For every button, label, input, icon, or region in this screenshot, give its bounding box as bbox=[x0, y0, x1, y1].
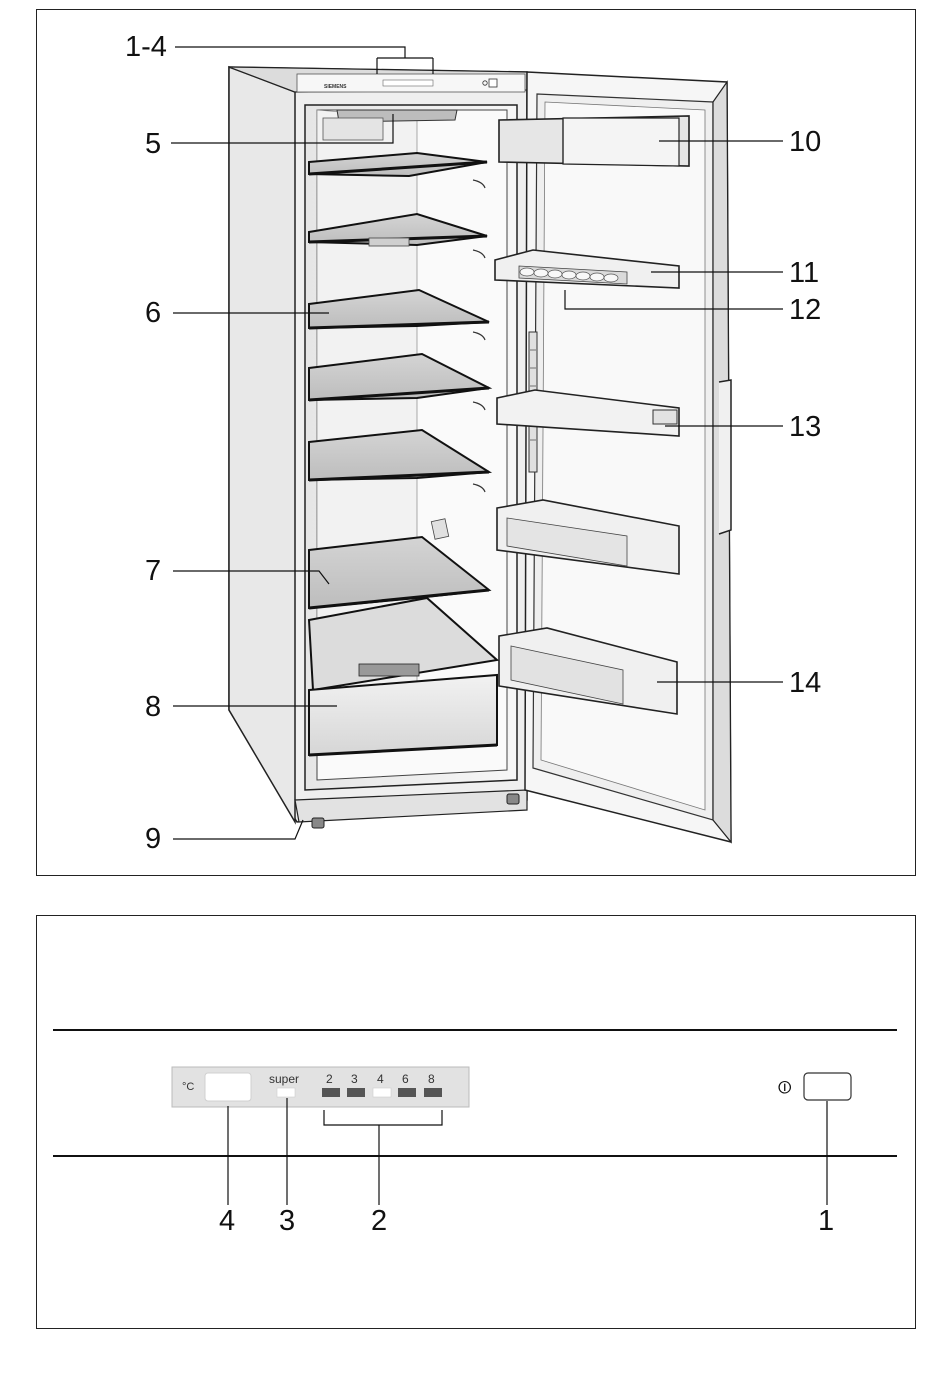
cabinet: SIEMENS bbox=[229, 67, 527, 828]
level-label-3: 3 bbox=[351, 1072, 358, 1086]
level-label-6: 6 bbox=[402, 1072, 409, 1086]
level-indicator-2[interactable] bbox=[322, 1088, 340, 1097]
panel-leader-lines bbox=[228, 1098, 827, 1205]
control-panel-figure: °C super 2 3 4 6 8 ⏼ 4 3 2 1 bbox=[36, 915, 916, 1329]
level-indicator-4-active[interactable] bbox=[373, 1088, 391, 1097]
callout-14: 14 bbox=[789, 667, 821, 699]
callout-panel-3: 3 bbox=[279, 1205, 295, 1237]
level-label-2: 2 bbox=[326, 1072, 333, 1086]
fridge-door bbox=[495, 72, 731, 842]
callout-panel-4: 4 bbox=[219, 1205, 235, 1237]
callout-13: 13 bbox=[789, 411, 821, 443]
control-panel-drawing: °C super 2 3 4 6 8 ⏼ 4 3 2 1 bbox=[37, 916, 917, 1330]
level-indicator-6[interactable] bbox=[398, 1088, 416, 1097]
unit-label: °C bbox=[182, 1081, 194, 1093]
callout-12: 12 bbox=[789, 294, 821, 326]
super-label: super bbox=[269, 1072, 299, 1086]
callout-panel-1: 1 bbox=[818, 1205, 834, 1237]
callout-10: 10 bbox=[789, 126, 821, 158]
power-button[interactable] bbox=[804, 1073, 851, 1100]
callout-9: 9 bbox=[145, 823, 161, 855]
callout-8: 8 bbox=[145, 691, 161, 723]
level-indicator-8[interactable] bbox=[424, 1088, 442, 1097]
callout-7: 7 bbox=[145, 555, 161, 587]
callout-11: 11 bbox=[789, 257, 819, 289]
callout-1-4: 1-4 bbox=[125, 31, 167, 63]
level-label-4: 4 bbox=[377, 1072, 384, 1086]
fridge-drawing: SIEMENS bbox=[37, 10, 917, 877]
callout-6: 6 bbox=[145, 297, 161, 329]
level-indicator-3[interactable] bbox=[347, 1088, 365, 1097]
callout-panel-2: 2 bbox=[371, 1205, 387, 1237]
super-button[interactable] bbox=[277, 1088, 295, 1097]
brand-logo: SIEMENS bbox=[324, 84, 347, 90]
power-icon: ⏼ bbox=[778, 1078, 792, 1098]
callout-5: 5 bbox=[145, 128, 161, 160]
fridge-figure: SIEMENS bbox=[36, 9, 916, 876]
temperature-display bbox=[205, 1073, 251, 1101]
level-label-8: 8 bbox=[428, 1072, 435, 1086]
